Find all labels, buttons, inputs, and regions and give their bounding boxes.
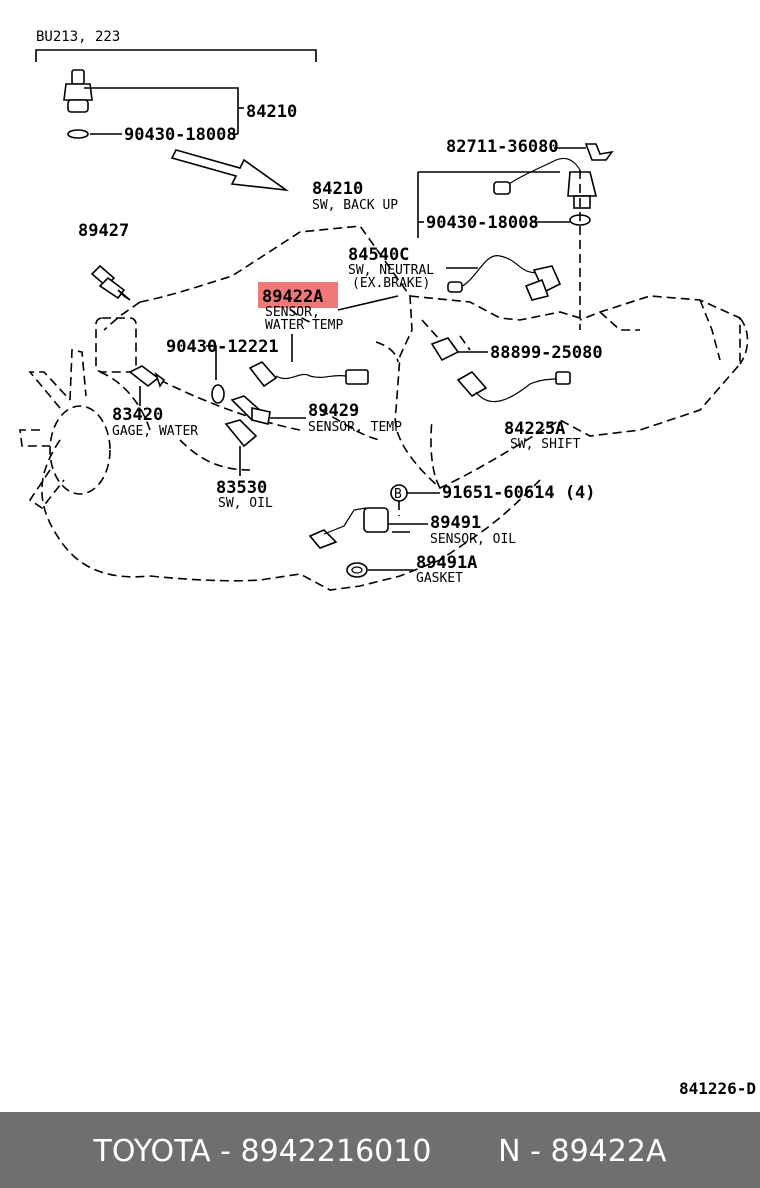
part-number-82711: 82711-36080 [446,137,559,157]
part-number-84225a: 84225A [504,419,565,439]
engine-outline [41,170,749,591]
part-desc-89491a: GASKET [416,571,463,586]
part-desc-89422a-2: WATER TEMP [265,318,343,333]
part-number-89491: 89491 [430,513,481,533]
backup-switch-top-drawing [63,69,244,139]
fan-drawing [19,317,137,510]
part-89429-drawing [230,395,306,425]
part-desc-83530: SW, OIL [218,496,273,511]
part-88899-drawing [430,337,488,362]
part-89427-drawing [90,264,131,301]
part-90430-12221-drawing [206,345,225,404]
bolt-marker-letter: B [394,487,402,502]
part-number-89427: 89427 [78,221,129,241]
part-number-91651: 91651-60614 (4) [442,483,596,503]
part-desc-84540c-2: (EX.BRAKE) [352,276,430,291]
part-desc-84210: SW, BACK UP [312,198,398,213]
part-number-84210: 84210 [312,179,363,199]
part-number-84540c: 84540C [348,245,409,265]
part-highlight-89422a [258,282,338,308]
part-83530-drawing [224,419,258,476]
part-number-83420: 83420 [112,405,163,425]
bolt-marker [390,484,440,516]
part-84225a-drawing [456,370,571,403]
part-number-90430-mid: 90430-18008 [426,213,539,233]
part-number-89491a: 89491A [416,553,477,573]
part-desc-89429: SENSOR, TEMP [308,420,402,435]
part-89491-drawing [308,507,428,549]
part-number-84210-top: 84210 [246,102,297,122]
footer-part-info: TOYOTA - 8942216010 N - 89422A [93,1134,667,1169]
diagram-code: 841226-D [678,1079,756,1098]
part-desc-89491: SENSOR, OIL [430,532,516,547]
part-number-90430-top: 90430-18008 [124,125,237,145]
part-number-88899: 88899-25080 [490,343,603,363]
part-number-89429: 89429 [308,401,359,421]
footer-bar [0,1112,760,1188]
part-number-83530: 83530 [216,478,267,498]
part-desc-84225a: SW, SHIFT [510,437,581,452]
part-desc-83420: GAGE, WATER [112,424,198,439]
part-89422a-drawing [248,295,399,388]
part-84540c-drawing [446,255,562,301]
part-number-90430-12221: 90430-12221 [166,337,279,357]
part-desc-84540c-1: SW, NEUTRAL [348,263,434,278]
part-89491a-drawing [346,562,414,578]
reference-arrow [170,149,289,192]
part-83420-drawing [128,365,166,406]
part-number-89422a[interactable]: 89422A [262,287,323,307]
backup-switch-drawing [417,143,614,238]
model-bracket [35,49,317,62]
part-desc-89422a-1: SENSOR, [265,305,320,320]
parts-diagram: BU213, 223 84210 90430-18008 82711-36080… [19,29,749,591]
model-note: BU213, 223 [36,29,120,45]
